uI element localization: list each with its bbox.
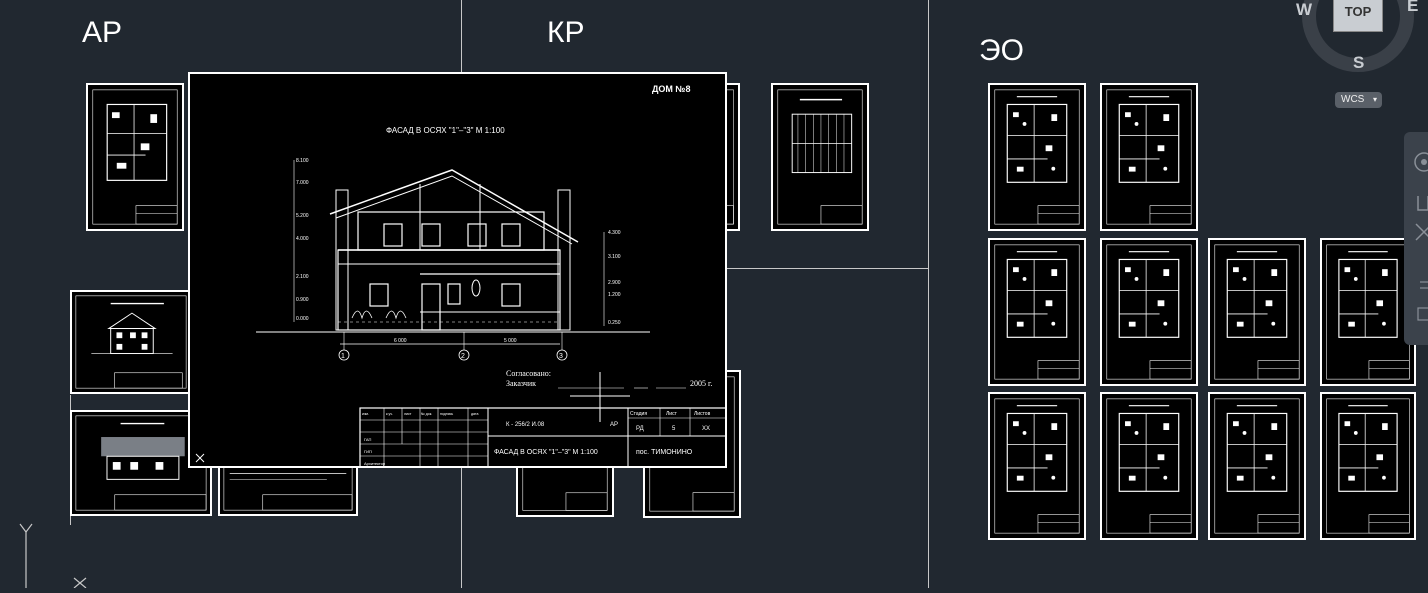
level-label: 5.200 xyxy=(296,213,309,219)
floor-plan-thumbnail xyxy=(92,89,178,225)
section-label-ar: АР xyxy=(82,16,123,49)
stamp-sheets-header: Листов xyxy=(694,411,711,417)
facade-title: ФАСАД В ОСЯХ "1"–"3" М 1:100 xyxy=(386,126,505,135)
facade-thumbnail xyxy=(75,295,187,389)
level-label: 4.300 xyxy=(608,230,621,236)
drawing-sheet-eo[interactable] xyxy=(1208,238,1306,386)
electrical-plan-thumbnail xyxy=(1106,398,1192,534)
drawing-sheet-kr-roof[interactable] xyxy=(771,83,869,231)
electrical-plan-thumbnail xyxy=(994,89,1080,225)
navigation-bar-icons xyxy=(1414,152,1428,321)
drawing-sheet-eo[interactable] xyxy=(1208,392,1306,540)
showmotion-icon[interactable] xyxy=(1417,307,1428,321)
customer-label: Заказчик xyxy=(506,379,536,388)
stamp-sheet-title: ФАСАД В ОСЯХ "1"–"3" М 1:100 xyxy=(494,449,598,456)
agreed-label: Согласовано: xyxy=(506,369,551,378)
drawing-sheet-eo[interactable] xyxy=(988,83,1086,231)
level-label: 8.100 xyxy=(296,158,309,164)
stamp-section: АР xyxy=(610,422,618,428)
drawing-sheet-eo[interactable] xyxy=(1320,238,1416,386)
drawing-sheet-eo[interactable] xyxy=(1100,392,1198,540)
axis-label: 2 xyxy=(461,353,465,360)
drawing-sheet-eo[interactable] xyxy=(1320,392,1416,540)
steering-wheel-icon[interactable] xyxy=(1414,152,1428,172)
level-label: 3.100 xyxy=(608,254,621,260)
level-label: 2.100 xyxy=(296,274,309,280)
drawing-sheet-ar-plan[interactable] xyxy=(86,83,184,231)
level-label: 7.000 xyxy=(296,180,309,186)
drawing-sheet-kr-2[interactable] xyxy=(516,463,614,517)
wcs-dropdown[interactable]: WCS ▾ xyxy=(1335,92,1382,108)
house-number: ДОМ №8 xyxy=(652,84,690,94)
stamp-code: К - 256/2 И.08 xyxy=(506,422,545,428)
electrical-plan-thumbnail xyxy=(1326,244,1410,380)
electrical-plan-thumbnail xyxy=(1214,244,1300,380)
section-divider-horizontal xyxy=(727,268,929,269)
drawing-sheet-eo[interactable] xyxy=(1100,238,1198,386)
kr-thumbnail xyxy=(522,465,608,511)
axis-label: 3 xyxy=(559,353,563,360)
stamp-col-header: подпись xyxy=(440,412,453,416)
electrical-plan-thumbnail xyxy=(1214,398,1300,534)
level-label: 0.250 xyxy=(608,320,621,326)
stamp-sheets: ХХ xyxy=(702,426,710,432)
ucs-icon: Y X xyxy=(10,520,100,589)
stamp-stage: РД xyxy=(636,426,644,432)
pan-icon[interactable] xyxy=(1417,196,1428,211)
level-label: 0.000 xyxy=(296,316,309,322)
wcs-label: WCS xyxy=(1341,94,1365,105)
stamp-location: пос. ТИМОНИНО xyxy=(636,449,693,456)
level-label: 4.000 xyxy=(296,236,309,242)
drawing-sheet-eo[interactable] xyxy=(988,392,1086,540)
drawing-sheet-ar-facade-small[interactable] xyxy=(70,290,192,394)
stamp-stage-header: Стадия xyxy=(630,411,647,417)
viewcube-east[interactable]: E xyxy=(1407,0,1419,15)
stamp-col-header: к.уч. xyxy=(386,412,393,416)
stamp-sheet-header: Лист xyxy=(666,411,678,417)
dimension-label: 5 000 xyxy=(504,338,517,344)
facade-drawing: ДОМ №8 ФАСАД В ОСЯХ "1"–"3" М 1:100 8.10… xyxy=(195,84,725,466)
electrical-plan-thumbnail xyxy=(994,244,1080,380)
stamp-col-header: лист xyxy=(404,412,412,416)
stamp-role: Архитектор xyxy=(364,461,386,466)
stamp-sheet: 5 xyxy=(672,426,676,432)
year-label: 2005 г. xyxy=(690,379,712,388)
viewcube-top-face[interactable]: TOP xyxy=(1333,0,1383,32)
axis-label: 1 xyxy=(341,353,345,360)
stamp-col-header: дата xyxy=(471,412,478,416)
stamp-role: ГАП xyxy=(364,437,372,442)
electrical-plan-thumbnail xyxy=(1106,89,1192,225)
electrical-plan-thumbnail xyxy=(1326,398,1410,534)
stamp-role: ГИП xyxy=(364,449,372,454)
section-label-kr: КР xyxy=(547,16,585,49)
chevron-down-icon: ▾ xyxy=(1372,95,1377,104)
ucs-x-label: X xyxy=(10,520,11,521)
viewcube-west[interactable]: W xyxy=(1296,0,1313,19)
electrical-plan-thumbnail xyxy=(1106,244,1192,380)
stamp-col-header: изм. xyxy=(362,412,369,416)
facade-sheet-preview[interactable]: ДОМ №8 ФАСАД В ОСЯХ "1"–"3" М 1:100 8.10… xyxy=(188,72,727,468)
level-label: 1.200 xyxy=(608,292,621,298)
drawing-sheet-eo[interactable] xyxy=(988,238,1086,386)
roof-plan-thumbnail xyxy=(777,89,863,225)
level-label: 2.900 xyxy=(608,280,621,286)
stamp-col-header: № док. xyxy=(421,412,432,416)
level-label: 0.900 xyxy=(296,297,309,303)
section-divider-right xyxy=(928,0,929,588)
viewcube-south[interactable]: S xyxy=(1353,53,1365,72)
drawing-sheet-eo[interactable] xyxy=(1100,83,1198,231)
navigation-bar xyxy=(1404,132,1428,345)
electrical-plan-thumbnail xyxy=(994,398,1080,534)
section-label-eo: ЭО xyxy=(979,34,1024,67)
dimension-label: 6 000 xyxy=(394,338,407,344)
